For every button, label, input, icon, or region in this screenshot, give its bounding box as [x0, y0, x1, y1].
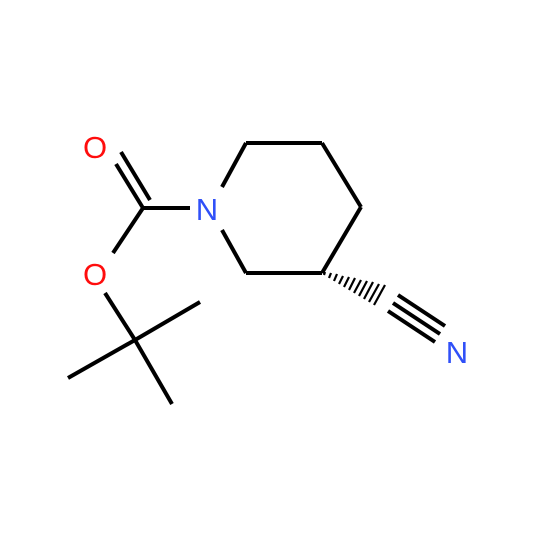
bond-nitrile-2: [396, 293, 447, 328]
bond-carbonyl-oester: [111, 206, 145, 255]
atom-n-ring: N: [196, 192, 218, 227]
bond-c3-c4: [320, 141, 363, 209]
bond-c6-n: [220, 229, 248, 274]
bond-carbonyl-o-2: [119, 150, 152, 202]
bond-n-c2: [220, 142, 248, 188]
bond-oester-cq: [103, 291, 137, 342]
bond-nitrile-3: [386, 309, 437, 344]
atom-o-ester: O: [83, 257, 107, 292]
bond-cq-me2: [67, 338, 136, 380]
bond-carbonyl-o-1: [114, 162, 145, 210]
bond-cq-me3: [133, 338, 174, 406]
hashed-wedge-bond: [322, 271, 386, 306]
bond-cq-me1: [133, 300, 202, 342]
atom-o-carbonyl: O: [83, 130, 107, 165]
bond-c4-c5: [320, 205, 363, 275]
atom-n-nitrile: N: [446, 335, 468, 370]
bond-nitrile-1: [391, 301, 442, 336]
